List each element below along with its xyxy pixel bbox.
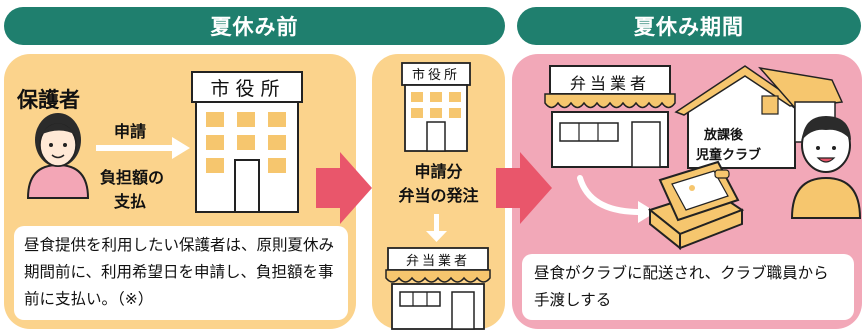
- order-down-arrow-icon: [426, 214, 447, 242]
- guardian-label: 保護者: [17, 88, 80, 112]
- bento-sign: 弁当業者: [569, 74, 650, 93]
- delivery-arrow-icon: [577, 175, 656, 223]
- apply-label: 申請: [114, 122, 147, 141]
- order-label-line1: 申請分: [414, 162, 463, 181]
- bento-shop-icon: [544, 65, 676, 168]
- flow-arrow-icon: [316, 152, 372, 224]
- club-label-line2: 児童クラブ: [696, 148, 762, 163]
- club-label-line1: 放課後: [704, 128, 744, 143]
- banner-summer-period: 夏休み期間: [517, 7, 861, 45]
- banner-before-label: 夏休み前: [210, 15, 299, 39]
- club-staff-icon: [790, 116, 862, 219]
- delivery-note-text: 昼食がクラブに配送され、クラブ職員から手渡しする: [534, 264, 829, 309]
- payment-label-line2: 支払: [114, 192, 147, 211]
- banner-period-label: 夏休み期間: [634, 15, 744, 39]
- payment-label-line1: 負担額の: [100, 168, 165, 187]
- order-label-line2: 弁当の発注: [398, 186, 479, 205]
- flow-arrow-icon-2: [496, 152, 552, 224]
- submit-arrow-icon: [96, 137, 190, 159]
- cityhall-sign-small: 市役所: [411, 68, 460, 83]
- cityhall-small-icon: [401, 62, 471, 152]
- lunch-box-icon: [647, 160, 745, 251]
- application-note: 昼食提供を利用したい保護者は、原則夏休み期間前に、利用希望日を申請し、負担額を事…: [14, 226, 348, 320]
- guardian-icon: [26, 113, 90, 199]
- cityhall-large-icon: [191, 71, 303, 213]
- bento-shop-small-icon: [385, 247, 491, 330]
- bento-sign-small: 弁当業者: [405, 254, 470, 269]
- cityhall-sign-large: 市役所: [210, 78, 286, 100]
- delivery-note: 昼食がクラブに配送され、クラブ職員から手渡しする: [522, 254, 854, 320]
- banner-before-summer: 夏休み前: [4, 7, 505, 45]
- application-note-text: 昼食提供を利用したい保護者は、原則夏休み期間前に、利用希望日を申請し、負担額を事…: [24, 236, 335, 308]
